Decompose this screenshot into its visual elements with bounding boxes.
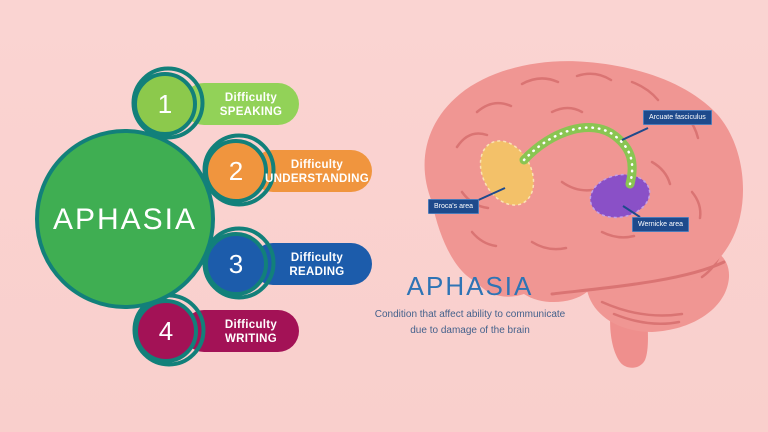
arcuate-fasciculus-dots	[522, 126, 634, 186]
number-3: 3	[229, 249, 243, 279]
caption-line2: due to damage of the brain	[410, 324, 530, 336]
caption-line1: Condition that affect ability to communi…	[374, 309, 566, 320]
left-infographic: 1 Difficulty SPEAKING 2 Difficulty UNDER…	[35, 66, 372, 367]
broca-leader-line	[473, 187, 506, 203]
pill-writing	[183, 310, 299, 352]
branch-speaking: 1 Difficulty SPEAKING	[131, 66, 299, 140]
label-arcuate-fasciculus: Arcuate fasciculus	[643, 110, 712, 125]
cerebrum	[424, 61, 744, 303]
brain-sulci	[455, 72, 726, 296]
pill-reading	[252, 243, 372, 285]
label-brocas-area: Broca's area	[428, 199, 480, 214]
wernicke-leader-line	[622, 205, 641, 218]
branch-understanding: 2 Difficulty UNDERSTANDING	[202, 133, 372, 207]
arcuate-leader-line	[621, 127, 649, 141]
pill-label-line2: READING	[289, 266, 344, 278]
pill-label-line2: UNDERSTANDING	[265, 173, 369, 185]
number-4: 4	[159, 316, 173, 346]
caption-description: Condition that affect ability to communi…	[345, 307, 595, 338]
pill-label-line1: Difficulty	[225, 92, 277, 104]
pill-speaking	[183, 83, 299, 125]
caption-block: APHASIA Condition that affect ability to…	[345, 271, 595, 338]
number-1: 1	[158, 89, 172, 119]
caption-title: APHASIA	[406, 271, 534, 301]
pill-label-line2: WRITING	[225, 333, 277, 345]
aphasia-main-circle	[35, 129, 215, 309]
wernicke-area-region	[589, 173, 651, 219]
pill-understanding	[252, 150, 372, 192]
number-circle-3	[204, 232, 268, 296]
aphasia-title: APHASIA	[53, 203, 197, 236]
pill-label-line2: SPEAKING	[220, 106, 282, 118]
pill-label-line1: Difficulty	[291, 252, 343, 264]
number-circle-1	[133, 72, 197, 136]
branch-reading: 3 Difficulty READING	[202, 226, 372, 300]
number-circle-4	[134, 299, 198, 363]
number-2: 2	[229, 156, 243, 186]
branch-writing: 4 Difficulty WRITING	[132, 293, 299, 367]
label-leader-lines	[473, 127, 649, 218]
number-circle-2	[204, 139, 268, 203]
label-wernicke-area: Wernicke area	[632, 217, 690, 232]
pill-label-line1: Difficulty	[225, 319, 277, 331]
pill-label-line1: Difficulty	[291, 159, 343, 171]
